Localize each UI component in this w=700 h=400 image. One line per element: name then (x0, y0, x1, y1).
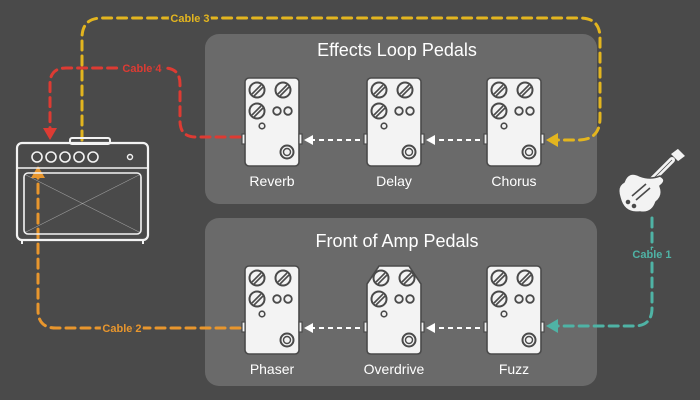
connector-arrowhead (426, 135, 435, 145)
cable-3-label: Cable 3 (170, 13, 209, 25)
cable-2-line (36, 174, 242, 330)
pedal-label-reverb: Reverb (249, 173, 294, 189)
cable-3-arrowhead (546, 133, 558, 147)
cable-1-arrowhead (546, 319, 558, 333)
front-of-amp-title: Front of Amp Pedals (315, 231, 478, 251)
cable-2-arrowhead (31, 166, 45, 178)
cable-2-label: Cable 2 (102, 323, 141, 335)
chorus-pedal-icon (483, 77, 545, 167)
phaser-pedal-icon (241, 265, 303, 355)
cable-1-line (554, 216, 654, 328)
pedal-label-phaser: Phaser (250, 361, 295, 377)
pedal-label-delay: Delay (376, 173, 412, 189)
connector-arrowhead (304, 323, 313, 333)
pedal-label-overdrive: Overdrive (364, 361, 425, 377)
delay-pedal-icon (363, 77, 425, 167)
cable-1-label: Cable 1 (632, 249, 671, 261)
cable-4-label: Cable 4 (122, 63, 162, 75)
cable-4-line (48, 66, 242, 139)
overdrive-pedal-icon (363, 265, 425, 355)
cable-3-line (80, 16, 602, 142)
fuzz-pedal-icon (483, 265, 545, 355)
cable-4-arrowhead (43, 128, 57, 140)
connector-arrowhead (426, 323, 435, 333)
connector-arrowhead (304, 135, 313, 145)
pedal-label-fuzz: Fuzz (499, 361, 529, 377)
electric-guitar-icon (617, 147, 687, 214)
pedal-label-chorus: Chorus (491, 173, 536, 189)
effects-loop-title: Effects Loop Pedals (317, 40, 477, 60)
reverb-pedal-icon (241, 77, 303, 167)
amp-icon (15, 137, 150, 244)
